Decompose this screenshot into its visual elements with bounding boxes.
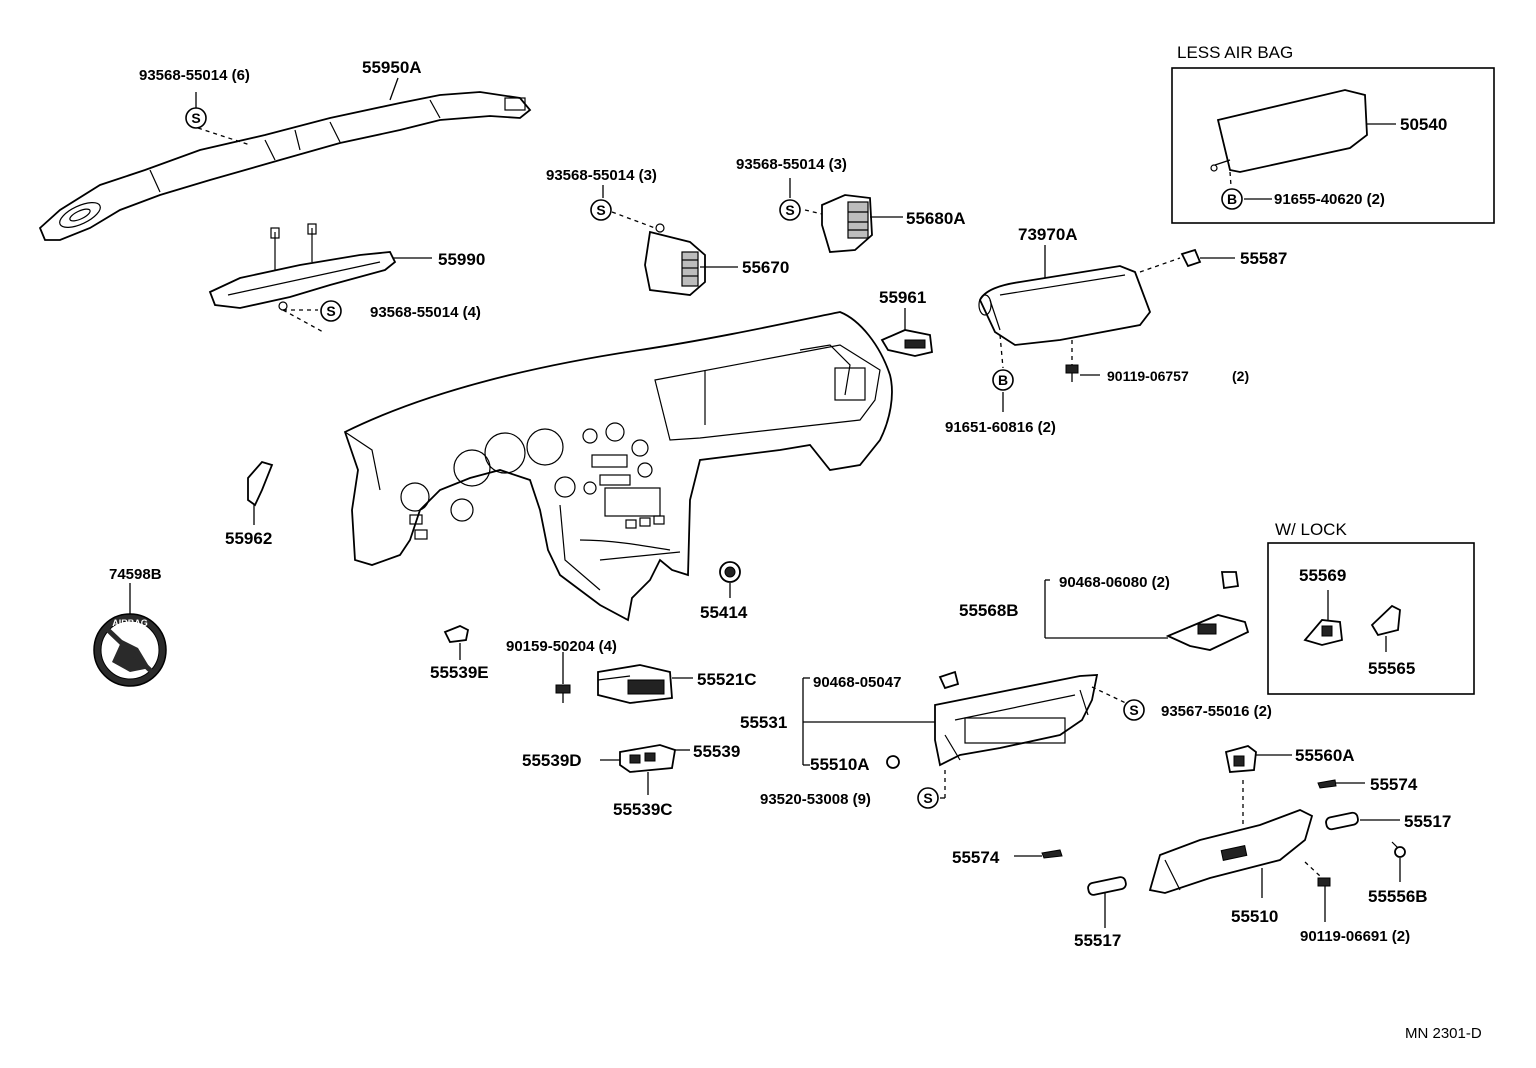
label-93568-55014-3b: 93568-55014 (3): [736, 156, 847, 173]
svg-text:S: S: [326, 303, 335, 319]
pin-55574-b: [1041, 849, 1063, 859]
center-duct: [208, 223, 397, 311]
footer-code: MN 2301-D: [1405, 1025, 1482, 1042]
badge-s-2: S: [320, 300, 342, 322]
label-90159-50204: 90159-50204 (4): [506, 638, 617, 655]
label-90119-06691: 90119-06691 (2): [1300, 928, 1410, 945]
badge-s-4: S: [779, 199, 801, 221]
part-55962: [247, 460, 274, 507]
side-defroster-duct: [38, 91, 532, 241]
glove-box-73970A: [978, 265, 1152, 346]
svg-text:S: S: [1129, 702, 1138, 718]
badge-s-1: S: [185, 107, 207, 129]
svg-text:B: B: [1227, 191, 1237, 207]
label-55680A: 55680A: [906, 209, 966, 228]
instrument-panel: [343, 311, 893, 622]
hinge-55517-a: [1325, 811, 1359, 831]
label-55961: 55961: [879, 288, 926, 307]
part-55521C: [597, 664, 673, 704]
bracket-55568B: [1165, 614, 1250, 651]
badge-b-1: B: [992, 369, 1014, 391]
part-55414: [719, 561, 741, 583]
inset-title-w-lock: W/ LOCK: [1275, 520, 1347, 539]
svg-text:S: S: [596, 202, 605, 218]
label-93568-55014-3a: 93568-55014 (3): [546, 167, 657, 184]
part-55539E: [443, 625, 470, 643]
svg-text:S: S: [923, 790, 932, 806]
screw-90119-06691: [1317, 877, 1331, 887]
label-55565: 55565: [1368, 659, 1415, 678]
label-55962: 55962: [225, 529, 272, 548]
switch-55539: [619, 744, 677, 773]
label-90468-06080: 90468-06080 (2): [1059, 574, 1170, 591]
label-55539E: 55539E: [430, 663, 489, 682]
label-55539D: 55539D: [522, 751, 582, 770]
less-air-bag-inset: [1171, 67, 1495, 224]
label-55510A: 55510A: [810, 755, 870, 774]
label-55560A: 55560A: [1295, 746, 1355, 765]
label-50540: 50540: [1400, 115, 1447, 134]
label-55568B: 55568B: [959, 601, 1019, 620]
label-55950A: 55950A: [362, 58, 422, 77]
label-55539: 55539: [693, 742, 740, 761]
inset-title-less-air-bag: LESS AIR BAG: [1177, 43, 1293, 62]
nut-90468-06080: [1220, 571, 1240, 590]
label-91651-60816: 91651-60816 (2): [945, 419, 1056, 436]
label-90468-05047: 90468-05047: [813, 674, 901, 691]
lower-glove-55510: [1148, 809, 1314, 894]
clip-55587: [1180, 248, 1202, 268]
label-55569: 55569: [1299, 566, 1346, 585]
label-55990: 55990: [438, 250, 485, 269]
label-55556B: 55556B: [1368, 887, 1428, 906]
clip-90468-05047: [938, 670, 960, 690]
label-55521C: 55521C: [697, 670, 757, 689]
label-90119-06757-qty: (2): [1232, 368, 1249, 384]
svg-text:S: S: [191, 110, 200, 126]
emblem-text: AIRBAG: [112, 618, 148, 628]
hinge-55517-b: [1087, 876, 1127, 896]
airbag-emblem: AIRBAG: [93, 613, 167, 687]
svg-text:B: B: [998, 372, 1008, 388]
label-93568-55014-6: 93568-55014 (6): [139, 67, 250, 84]
svg-text:S: S: [785, 202, 794, 218]
latch-55560A: [1224, 745, 1257, 773]
badge-s-3: S: [590, 199, 612, 221]
spring-55556B: [1391, 841, 1406, 858]
label-55587: 55587: [1240, 249, 1287, 268]
label-91655-40620: 91655-40620 (2): [1274, 191, 1385, 208]
part-55961: [880, 329, 933, 357]
label-55510: 55510: [1231, 907, 1278, 926]
vent-55680A: [821, 194, 873, 253]
label-73970A: 73970A: [1018, 225, 1078, 244]
lower-panel-55531: [934, 674, 1099, 767]
label-74598B: 74598B: [109, 566, 162, 583]
label-93520-53008: 93520-53008 (9): [760, 791, 871, 808]
badge-b-2: B: [1221, 188, 1243, 210]
pin-55574-a: [1317, 779, 1337, 789]
label-55517b: 55517: [1074, 931, 1121, 950]
label-55539C: 55539C: [613, 800, 673, 819]
label-55517a: 55517: [1404, 812, 1451, 831]
screw-55510A: [886, 755, 900, 769]
label-93568-55014-4: 93568-55014 (4): [370, 304, 481, 321]
label-55531: 55531: [740, 713, 787, 732]
badge-s-6: S: [917, 787, 939, 809]
label-93567-55016: 93567-55016 (2): [1161, 703, 1272, 720]
label-90119-06757: 90119-06757: [1107, 368, 1189, 384]
label-55414: 55414: [700, 603, 748, 622]
label-55670: 55670: [742, 258, 789, 277]
label-55574b: 55574: [952, 848, 1000, 867]
badge-s-5: S: [1123, 699, 1145, 721]
w-lock-inset: [1267, 542, 1475, 695]
screw-90119-06757: [1065, 364, 1079, 382]
label-55574a: 55574: [1370, 775, 1418, 794]
vent-55670: [644, 223, 706, 296]
screw-90159: [555, 684, 571, 703]
